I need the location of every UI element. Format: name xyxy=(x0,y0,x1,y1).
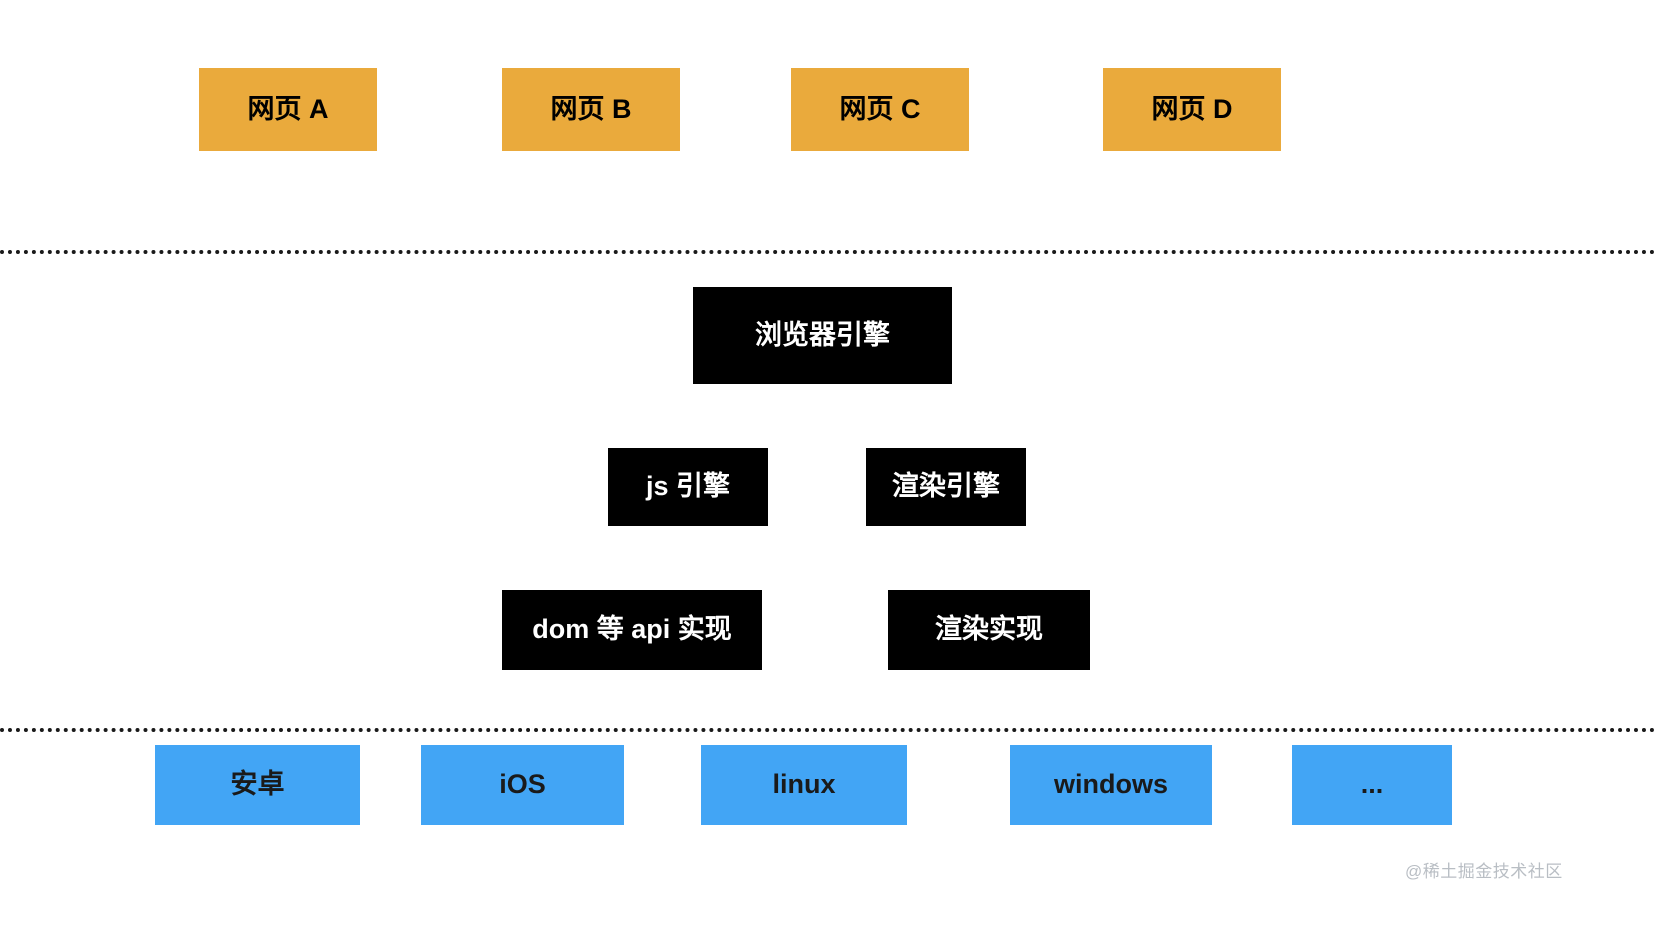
web-page-box-a: 网页 A xyxy=(199,68,377,151)
browser-engine-box: 浏览器引擎 xyxy=(693,287,952,384)
js-engine-label: js 引擎 xyxy=(645,471,731,502)
os-box-android: 安卓 xyxy=(155,745,360,825)
browser-engine-label: 浏览器引擎 xyxy=(755,319,890,350)
web-page-box-d-label: 网页 D xyxy=(1151,93,1233,124)
os-box-windows: windows xyxy=(1010,745,1212,825)
render-impl-label: 渲染实现 xyxy=(935,614,1043,645)
render-engine-label: 渲染引擎 xyxy=(892,471,1000,502)
web-page-box-a-label: 网页 A xyxy=(247,93,329,124)
web-page-box-b: 网页 B xyxy=(502,68,680,151)
os-box-ios-label: iOS xyxy=(499,769,546,800)
os-box-windows-label: windows xyxy=(1054,769,1168,800)
render-engine-box: 渲染引擎 xyxy=(866,448,1026,526)
web-page-box-b-label: 网页 B xyxy=(550,93,632,124)
web-page-box-c-label: 网页 C xyxy=(839,93,921,124)
os-box-ios: iOS xyxy=(421,745,624,825)
os-box-android-label: 安卓 xyxy=(230,769,285,800)
render-impl-box: 渲染实现 xyxy=(888,590,1090,670)
os-box-linux-label: linux xyxy=(772,769,836,800)
watermark: @稀土掘金技术社区 xyxy=(1405,862,1563,881)
os-box-more: ... xyxy=(1292,745,1452,825)
dom-api-impl-box: dom 等 api 实现 xyxy=(502,590,762,670)
engine-os-divider xyxy=(0,728,1656,732)
os-box-more-label: ... xyxy=(1360,769,1384,800)
js-engine-box: js 引擎 xyxy=(608,448,768,526)
app-engine-divider xyxy=(0,250,1656,254)
web-page-box-c: 网页 C xyxy=(791,68,969,151)
dom-api-impl-label: dom 等 api 实现 xyxy=(532,614,732,645)
os-box-linux: linux xyxy=(701,745,907,825)
web-page-box-d: 网页 D xyxy=(1103,68,1281,151)
